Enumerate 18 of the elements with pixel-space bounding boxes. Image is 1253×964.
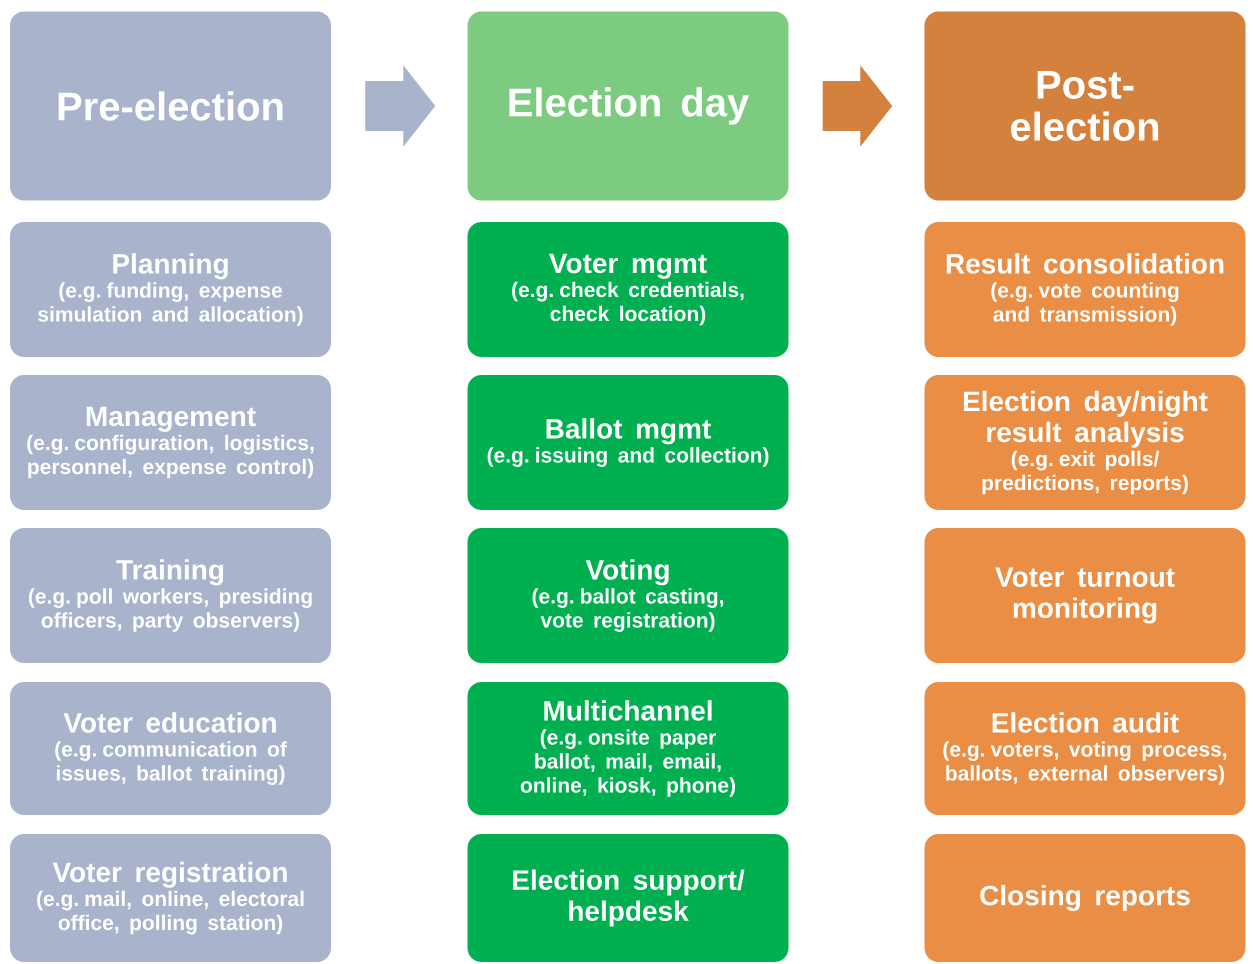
activity-box: Management (e.g. configuration, logistics, personnel, expense control) — [10, 375, 331, 510]
activity-box: Election support/ helpdesk — [467, 834, 789, 962]
activity-box: Result consolidation (e.g. vote counting and transmission) — [924, 222, 1246, 357]
activity-box: Training (e.g. poll workers, presiding officers, party observers) — [10, 528, 331, 663]
activity-box: Election audit (e.g. voters, voting process, ballots, external observers) — [924, 682, 1246, 815]
activity-box: Voter turnout monitoring — [924, 528, 1246, 663]
activity-box: Voter education (e.g. communication of issues, ballot training) — [10, 682, 331, 815]
activity-box: Voter registration (e.g. mail, online, electoral office, polling station) — [10, 834, 331, 962]
stage-box: Post-election — [924, 11, 1246, 201]
activity-box: Election day/night result analysis (e.g. exit polls/ predictions, reports) — [924, 375, 1246, 510]
activity-box: Multichannel (e.g. onsite paper ballot, mail, email, online, kiosk, phone) — [467, 682, 789, 815]
stage-box: Election day — [467, 11, 789, 201]
activity-box: Closing reports — [924, 834, 1246, 962]
activity-box: Voting (e.g. ballot casting, vote registration) — [467, 528, 789, 663]
activity-box: Voter mgmt (e.g. check credentials, check location) — [467, 222, 789, 357]
stage-box: Pre-election — [10, 11, 331, 201]
activity-box: Planning (e.g. funding, expense simulation and allocation) — [10, 222, 331, 357]
activity-box: Ballot mgmt (e.g. issuing and collection) — [467, 375, 789, 510]
